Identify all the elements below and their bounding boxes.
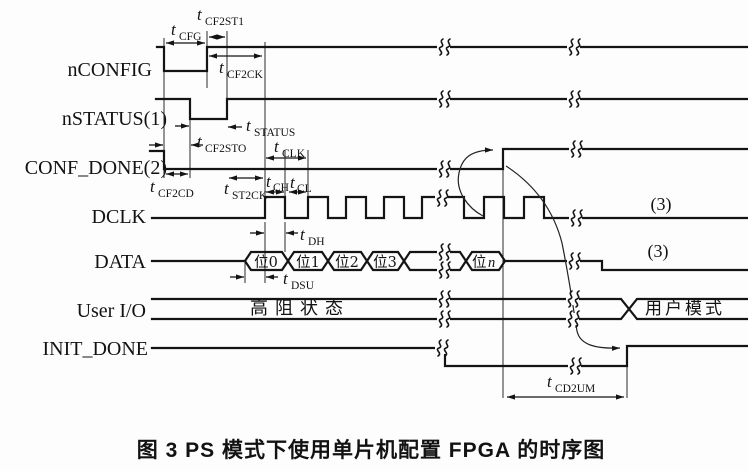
nconfig-waveform — [155, 45, 748, 73]
signal-label-userio: DATA — [94, 251, 146, 273]
break-mark — [436, 290, 451, 308]
signal-label-confdone: CONF_DONE(2) — [25, 157, 167, 179]
userio-bottom-line — [150, 297, 748, 321]
signal-label-nconfig: nCONFIG — [68, 59, 152, 81]
data-tail-line — [503, 259, 748, 272]
dimension-arrows — [149, 34, 624, 400]
user-mode-label: 用户模式 — [645, 299, 725, 319]
break-mark — [566, 90, 581, 108]
causal-arrows — [457, 147, 621, 351]
data-bit3-label: 位3 — [373, 254, 397, 271]
data-bit1-label: 位1 — [296, 254, 320, 271]
break-mark — [434, 339, 449, 357]
break-mark — [568, 209, 583, 227]
signal-label-data: User I/O — [77, 300, 146, 322]
hi-z-state-label: 高阻状态 — [250, 298, 350, 319]
break-mark — [567, 357, 582, 375]
dclk-waveform — [150, 195, 748, 220]
break-mark — [436, 38, 451, 56]
figure-caption: 图 3 PS 模式下使用单片机配置 FPGA 的时序图 — [137, 438, 605, 462]
break-mark — [436, 160, 451, 178]
note3-dclk: (3) — [651, 194, 672, 215]
arrow-dclk-to-confdone — [457, 147, 494, 217]
note3-data: (3) — [648, 241, 669, 262]
break-mark — [436, 90, 451, 108]
data-bit2-label: 位2 — [335, 254, 359, 271]
break-mark — [568, 140, 583, 158]
break-mark — [565, 290, 580, 308]
confdone-waveform — [148, 147, 748, 171]
data-bit0-label: 位0 — [254, 254, 278, 271]
annotations: 高阻状态 用户模式 (3) (3) — [250, 194, 725, 319]
waveforms — [148, 45, 748, 368]
break-mark — [436, 243, 451, 261]
signal-label-dclk: DCLK — [92, 206, 147, 228]
break-mark — [434, 189, 449, 207]
initdone-waveform — [150, 344, 748, 368]
break-mark — [565, 310, 580, 328]
nstatus-waveform — [154, 97, 748, 121]
signal-label-nstatus: nSTATUS(1) — [62, 108, 167, 130]
line-break-marks — [434, 38, 583, 375]
break-mark — [566, 252, 581, 270]
break-mark — [436, 310, 451, 328]
data-cell-gap — [402, 250, 468, 272]
arrow-confdone-to-initdone — [505, 165, 621, 351]
break-mark — [566, 38, 581, 56]
reference-lines — [163, 31, 628, 398]
signal-labels: nCONFIG nSTATUS(1) CONF_DONE(2) DCLK DAT… — [25, 59, 167, 360]
break-mark — [436, 261, 451, 279]
signal-label-initdone: INIT_DONE — [42, 338, 148, 360]
